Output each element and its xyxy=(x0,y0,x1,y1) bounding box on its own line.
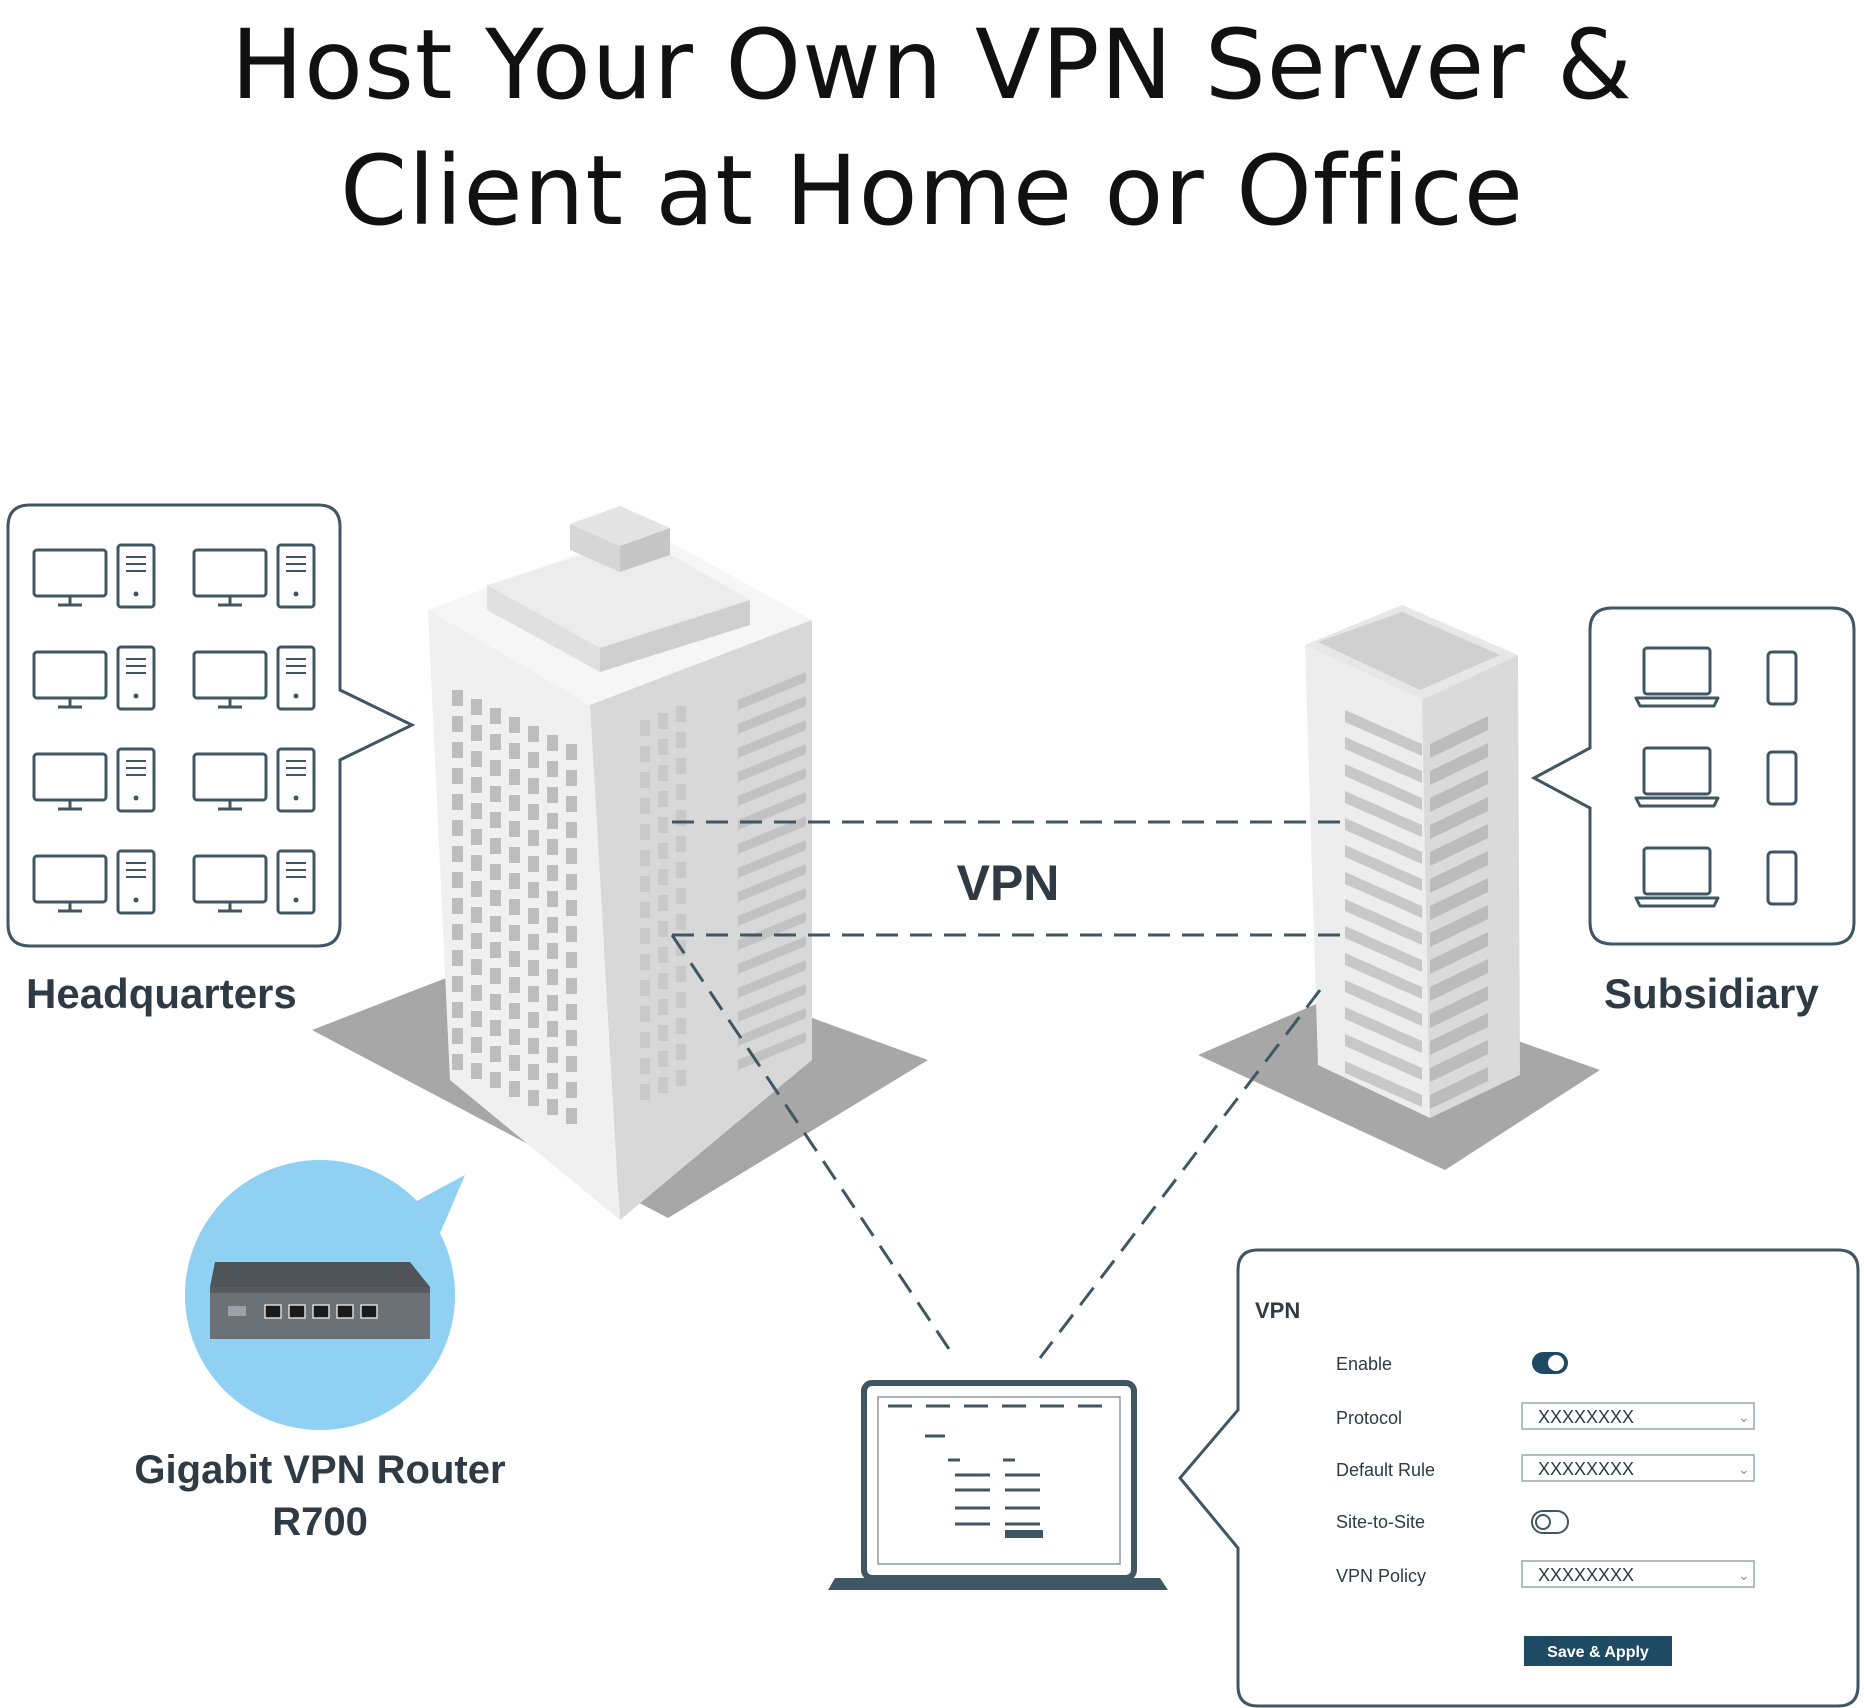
svg-text:XXXXXXXX: XXXXXXXX xyxy=(1538,1459,1634,1479)
protocol-select[interactable]: XXXXXXXX ⌄ xyxy=(1521,1402,1755,1430)
router-label: Gigabit VPN Router R700 xyxy=(0,1444,640,1548)
svg-text:⌄: ⌄ xyxy=(1738,1567,1750,1583)
vpn-policy-label: VPN Policy xyxy=(1336,1566,1426,1586)
laptop-icon xyxy=(1634,746,1720,808)
headquarters-building xyxy=(428,506,812,1220)
phone-icon xyxy=(1766,750,1798,806)
hq-devices-callout xyxy=(6,503,416,948)
site-to-site-toggle[interactable] xyxy=(1531,1510,1569,1534)
page-title: Host Your Own VPN Server & Client at Hom… xyxy=(0,0,1864,254)
site-to-site-label: Site-to-Site xyxy=(1336,1512,1425,1532)
router-label-line-2: R700 xyxy=(272,1500,368,1544)
enable-toggle[interactable] xyxy=(1532,1352,1568,1374)
svg-text:Save & Apply: Save & Apply xyxy=(1547,1644,1649,1661)
svg-text:⌄: ⌄ xyxy=(1738,1409,1750,1425)
svg-text:XXXXXXXX: XXXXXXXX xyxy=(1538,1565,1634,1585)
default-rule-select[interactable]: XXXXXXXX ⌄ xyxy=(1521,1454,1755,1482)
vpn-policy-select[interactable]: XXXXXXXX ⌄ xyxy=(1521,1560,1755,1588)
svg-text:XXXXXXXX: XXXXXXXX xyxy=(1538,1407,1634,1427)
router-label-line-1: Gigabit VPN Router xyxy=(134,1448,506,1492)
admin-laptop-icon xyxy=(828,1380,1168,1590)
router-icon xyxy=(185,1160,465,1430)
laptop-icon xyxy=(1634,846,1720,908)
save-apply-button[interactable]: Save & Apply xyxy=(1524,1636,1672,1666)
subsidiary-building xyxy=(1305,605,1520,1118)
svg-text:⌄: ⌄ xyxy=(1738,1461,1750,1477)
enable-label: Enable xyxy=(1336,1354,1392,1374)
vpn-tunnel-lines xyxy=(670,820,1345,1359)
phone-icon xyxy=(1766,850,1798,906)
headquarters-label: Headquarters xyxy=(26,970,297,1017)
laptop-icon xyxy=(1634,646,1720,708)
protocol-label: Protocol xyxy=(1336,1408,1402,1428)
title-line-1: Host Your Own VPN Server & xyxy=(230,9,1634,121)
vpn-settings-panel: VPN Enable Protocol XXXXXXXX ⌄ Default R… xyxy=(1178,1248,1860,1708)
title-line-2: Client at Home or Office xyxy=(340,135,1524,247)
subsidiary-label: Subsidiary xyxy=(1604,970,1819,1017)
vpn-panel-heading: VPN xyxy=(1255,1298,1300,1323)
default-rule-label: Default Rule xyxy=(1336,1460,1435,1480)
vpn-link-label: VPN xyxy=(957,855,1060,911)
phone-icon xyxy=(1766,650,1798,706)
